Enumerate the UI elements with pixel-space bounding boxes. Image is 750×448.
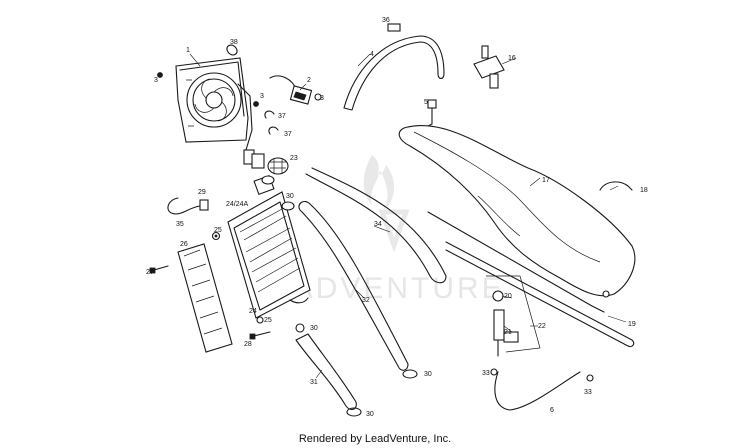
callout-30b: 30 bbox=[310, 325, 318, 332]
bolt-27-icon bbox=[149, 265, 169, 274]
callout-34: 34 bbox=[374, 221, 382, 228]
callout-16: 16 bbox=[508, 55, 516, 62]
callout-3c: 3 bbox=[320, 95, 324, 102]
callout-33a: 33 bbox=[482, 370, 490, 377]
hose-32 bbox=[298, 201, 409, 371]
callout-37a: 37 bbox=[278, 113, 286, 120]
clip-33b-icon bbox=[586, 374, 594, 382]
callout-2: 2 bbox=[307, 77, 311, 84]
hose-34 bbox=[305, 167, 447, 284]
callout-17: 17 bbox=[542, 177, 550, 184]
tube-4 bbox=[343, 23, 445, 111]
callout-3a: 3 bbox=[154, 77, 158, 84]
clamp-30b-icon bbox=[402, 369, 418, 379]
callout-18: 18 bbox=[640, 187, 648, 194]
callout-3b: 3 bbox=[260, 93, 264, 100]
callout-25a: 25 bbox=[214, 227, 222, 234]
callout-19: 19 bbox=[628, 321, 636, 328]
clip-33a-icon bbox=[490, 368, 498, 376]
callout-30d: 30 bbox=[366, 411, 374, 418]
callout-30c: 30 bbox=[424, 371, 432, 378]
clamp-30a-icon bbox=[281, 201, 295, 211]
screw-3a-icon bbox=[157, 72, 163, 78]
hose-31 bbox=[295, 333, 357, 411]
callout-32: 32 bbox=[362, 297, 370, 304]
callout-labels: 1 2 3 3 3 4 5 6 16 17 18 19 20 21 22 23 … bbox=[146, 17, 648, 418]
fan-assembly bbox=[175, 57, 255, 165]
callout-6: 6 bbox=[550, 407, 554, 414]
fuel-line-6 bbox=[494, 371, 581, 411]
callout-26: 26 bbox=[180, 241, 188, 248]
screw-3b-icon bbox=[253, 101, 259, 107]
callout-20: 20 bbox=[504, 293, 512, 300]
caption: Rendered by LeadVenture, Inc. bbox=[299, 433, 451, 445]
callout-27: 27 bbox=[146, 269, 154, 276]
callout-29: 29 bbox=[198, 189, 206, 196]
callout-22: 22 bbox=[538, 323, 546, 330]
callout-1: 1 bbox=[186, 47, 190, 54]
callout-38: 38 bbox=[230, 39, 238, 46]
valve-16 bbox=[473, 45, 505, 89]
callout-23: 23 bbox=[290, 155, 298, 162]
callout-30a: 30 bbox=[286, 193, 294, 200]
fuel-tank bbox=[398, 124, 636, 298]
callout-37b: 37 bbox=[284, 131, 292, 138]
callout-21: 21 bbox=[504, 329, 512, 336]
radiator bbox=[227, 174, 311, 333]
callout-5: 5 bbox=[424, 99, 428, 106]
washer-25a-icon bbox=[211, 231, 221, 241]
clip-37a-icon bbox=[264, 110, 275, 119]
callout-31: 31 bbox=[310, 379, 318, 386]
fuel-petcock bbox=[486, 275, 541, 357]
callout-25b: 25 bbox=[264, 317, 272, 324]
washer-25b-icon bbox=[256, 316, 264, 324]
connector-block bbox=[251, 153, 265, 169]
leader-lines bbox=[189, 53, 627, 379]
callout-28: 28 bbox=[244, 341, 252, 348]
callout-4: 4 bbox=[370, 51, 374, 58]
radiator-guard bbox=[177, 243, 233, 353]
callout-24-24a: 24/24A bbox=[226, 201, 249, 208]
radiator-cap bbox=[267, 157, 289, 175]
bolt-28-icon bbox=[249, 331, 271, 340]
hose-18 bbox=[599, 181, 633, 191]
callout-35: 35 bbox=[176, 221, 184, 228]
flame-logo-icon bbox=[363, 155, 395, 210]
small-hose-29 bbox=[167, 197, 209, 215]
connector-part bbox=[269, 75, 322, 105]
bolt-5-icon bbox=[427, 99, 437, 127]
callout-36: 36 bbox=[382, 17, 390, 24]
callout-24b: 24 bbox=[249, 308, 257, 315]
clip-38-icon bbox=[226, 44, 238, 56]
callout-33b: 33 bbox=[584, 389, 592, 396]
clip-37b-icon bbox=[268, 126, 279, 135]
trim-strip-19 bbox=[427, 211, 635, 348]
